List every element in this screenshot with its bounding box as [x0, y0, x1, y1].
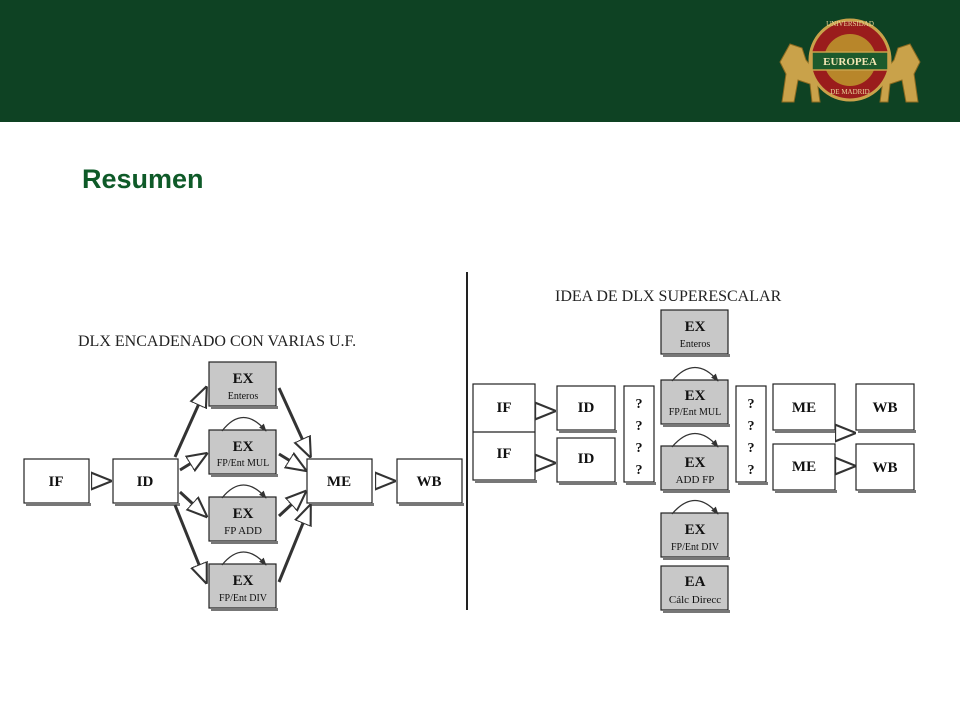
- right-id1-box: ID: [556, 385, 617, 433]
- q1-2: ?: [636, 441, 643, 456]
- left-if-box: [23, 458, 90, 504]
- right-if2-label: IF: [497, 446, 512, 462]
- right-id2-box: ID: [556, 437, 617, 485]
- q2-0: ?: [748, 397, 755, 412]
- right-ea-address: EA Cálc Direcc: [660, 565, 730, 613]
- right-ex-mul: EX FP/Ent MUL: [660, 366, 730, 427]
- q2-3: ?: [748, 463, 755, 478]
- logo-text-bottom: DE MADRID: [830, 88, 869, 96]
- right-wb1-label: WB: [872, 400, 897, 416]
- right-me2-label: ME: [792, 459, 816, 475]
- right-ex-div: EX FP/Ent DIV: [660, 499, 730, 560]
- left-me-label: ME: [327, 474, 351, 490]
- right-ex2-sub: ADD FP: [676, 474, 715, 486]
- left-ex1-sub: FP/Ent MUL: [217, 458, 270, 469]
- q1-0: ?: [636, 397, 643, 412]
- right-ex-enteros: EX Enteros: [660, 309, 730, 357]
- slide-title: Resumen: [82, 164, 204, 194]
- right-ex-add: EX ADD FP: [660, 432, 730, 493]
- university-logo: UNIVERSIDAD EUROPEA DE MADRID: [779, 18, 921, 103]
- right-me1-box: ME: [772, 383, 837, 433]
- logo-text-top: UNIVERSIDAD: [826, 20, 874, 28]
- right-me2-box: ME: [772, 443, 837, 493]
- right-id1-label: ID: [578, 400, 595, 416]
- left-id-label: ID: [137, 474, 154, 490]
- left-ex2-sub: FP ADD: [224, 525, 262, 537]
- left-ex1-label: EX: [233, 439, 254, 455]
- q1-1: ?: [636, 419, 643, 434]
- q2-2: ?: [748, 441, 755, 456]
- left-me-box: [306, 458, 373, 504]
- right-me1-label: ME: [792, 400, 816, 416]
- q2-1: ?: [748, 419, 755, 434]
- right-heading: IDEA DE DLX SUPERESCALAR: [555, 288, 782, 305]
- right-wb2-label: WB: [872, 460, 897, 476]
- right-ex4-label: EA: [685, 574, 706, 590]
- left-ex2-label: EX: [233, 506, 254, 522]
- logo-text-band: EUROPEA: [823, 56, 877, 68]
- left-wb-label: WB: [416, 474, 441, 490]
- left-id-box: [112, 458, 179, 504]
- right-dispatch-box-2: ? ? ? ?: [735, 385, 768, 485]
- left-heading: DLX ENCADENADO CON VARIAS U.F.: [78, 333, 356, 350]
- q1-3: ?: [636, 463, 643, 478]
- right-ex3-sub: FP/Ent DIV: [671, 542, 720, 553]
- right-id2-label: ID: [578, 451, 595, 467]
- left-ex-div: EX FP/Ent DIV: [208, 551, 278, 611]
- right-if-box: IF IF: [472, 383, 537, 483]
- left-ex-mul: EX FP/Ent MUL: [208, 416, 278, 477]
- right-ex0-label: EX: [685, 319, 706, 335]
- right-wb1-box: WB: [855, 383, 916, 433]
- right-ex2-label: EX: [685, 455, 706, 471]
- fanout-arrows: [173, 388, 206, 582]
- right-ex0-sub: Enteros: [680, 339, 711, 350]
- right-ex1-sub: FP/Ent MUL: [669, 407, 722, 418]
- left-ex3-sub: FP/Ent DIV: [219, 593, 268, 604]
- left-ex-add: EX FP ADD: [208, 484, 278, 544]
- right-ex3-label: EX: [685, 522, 706, 538]
- right-if1-label: IF: [497, 400, 512, 416]
- right-ex1-label: EX: [685, 388, 706, 404]
- left-ex0-sub: Enteros: [228, 391, 259, 402]
- left-if-label: IF: [49, 474, 64, 490]
- left-ex-enteros: EX Enteros: [208, 361, 278, 409]
- right-wb2-box: WB: [855, 443, 916, 493]
- fanin-arrows: [277, 387, 310, 583]
- left-ex3-label: EX: [233, 573, 254, 589]
- right-ex4-sub: Cálc Direcc: [669, 594, 721, 606]
- left-wb-box: [396, 458, 463, 504]
- right-dispatch-box-1: ? ? ? ?: [623, 385, 656, 485]
- left-ex0-label: EX: [233, 371, 254, 387]
